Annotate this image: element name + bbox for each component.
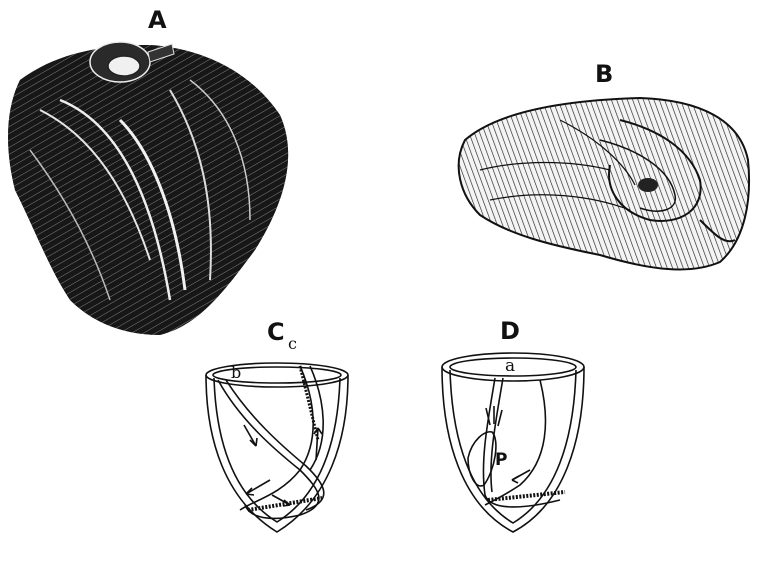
panel-c-sublabel-b: b — [231, 363, 241, 382]
heart-b-illustration — [459, 98, 749, 269]
panel-d-label: D — [500, 317, 520, 345]
panel-d-sublabel-a: a — [505, 356, 515, 376]
panel-d-sublabel-p: P — [495, 450, 507, 470]
cup-d-diagram — [442, 353, 584, 532]
panel-c-label: C — [267, 318, 285, 346]
panel-b-label: B — [595, 60, 613, 88]
heart-a-illustration — [8, 42, 288, 335]
panel-c-sublabel-c: c — [288, 334, 297, 353]
cup-c-diagram — [206, 363, 348, 532]
panel-a-label: A — [148, 6, 167, 34]
